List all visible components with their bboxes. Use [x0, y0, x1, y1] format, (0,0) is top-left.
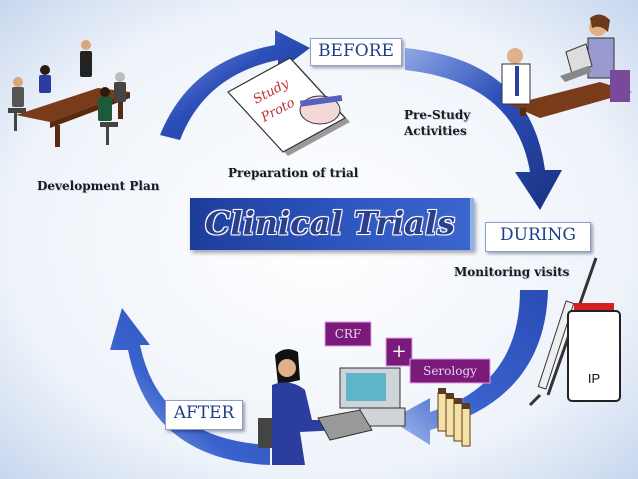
desk-work-illustration — [501, 14, 632, 118]
computer-user-illustration — [258, 349, 406, 465]
tag-crf: CRF — [334, 327, 362, 341]
arrow-to-bottom — [390, 290, 548, 445]
tag-serology: Serology — [423, 364, 477, 378]
serology-tubes-illustration — [437, 388, 471, 447]
label-pre-study-line2: Activities — [404, 124, 467, 138]
plus-tag-bg — [385, 337, 413, 367]
phase-before: BEFORE — [310, 38, 402, 66]
diagram-title: Clinical Trials — [204, 204, 456, 242]
cycle-arrows — [110, 30, 562, 465]
meeting-illustration — [8, 40, 130, 147]
label-ip: IP — [587, 371, 601, 386]
serology-tag-bg — [409, 358, 491, 384]
ip-bottle-illustration — [528, 257, 621, 407]
label-pre-study-line1: Pre-Study — [404, 108, 471, 122]
phase-during: DURING — [485, 222, 591, 252]
label-development-plan: Development Plan — [37, 179, 160, 193]
phase-after: AFTER — [165, 400, 243, 430]
study-protocol-illustration — [227, 57, 350, 156]
arrow-to-during — [405, 48, 562, 210]
label-preparation: Preparation of trial — [228, 166, 359, 180]
arrow-to-development — [110, 308, 270, 465]
crf-tag-bg — [324, 321, 372, 347]
arrow-to-before — [160, 30, 310, 140]
label-monitoring-visits: Monitoring visits — [454, 265, 570, 279]
tag-plus: + — [391, 341, 407, 362]
title-box: Clinical Trials — [190, 198, 474, 250]
